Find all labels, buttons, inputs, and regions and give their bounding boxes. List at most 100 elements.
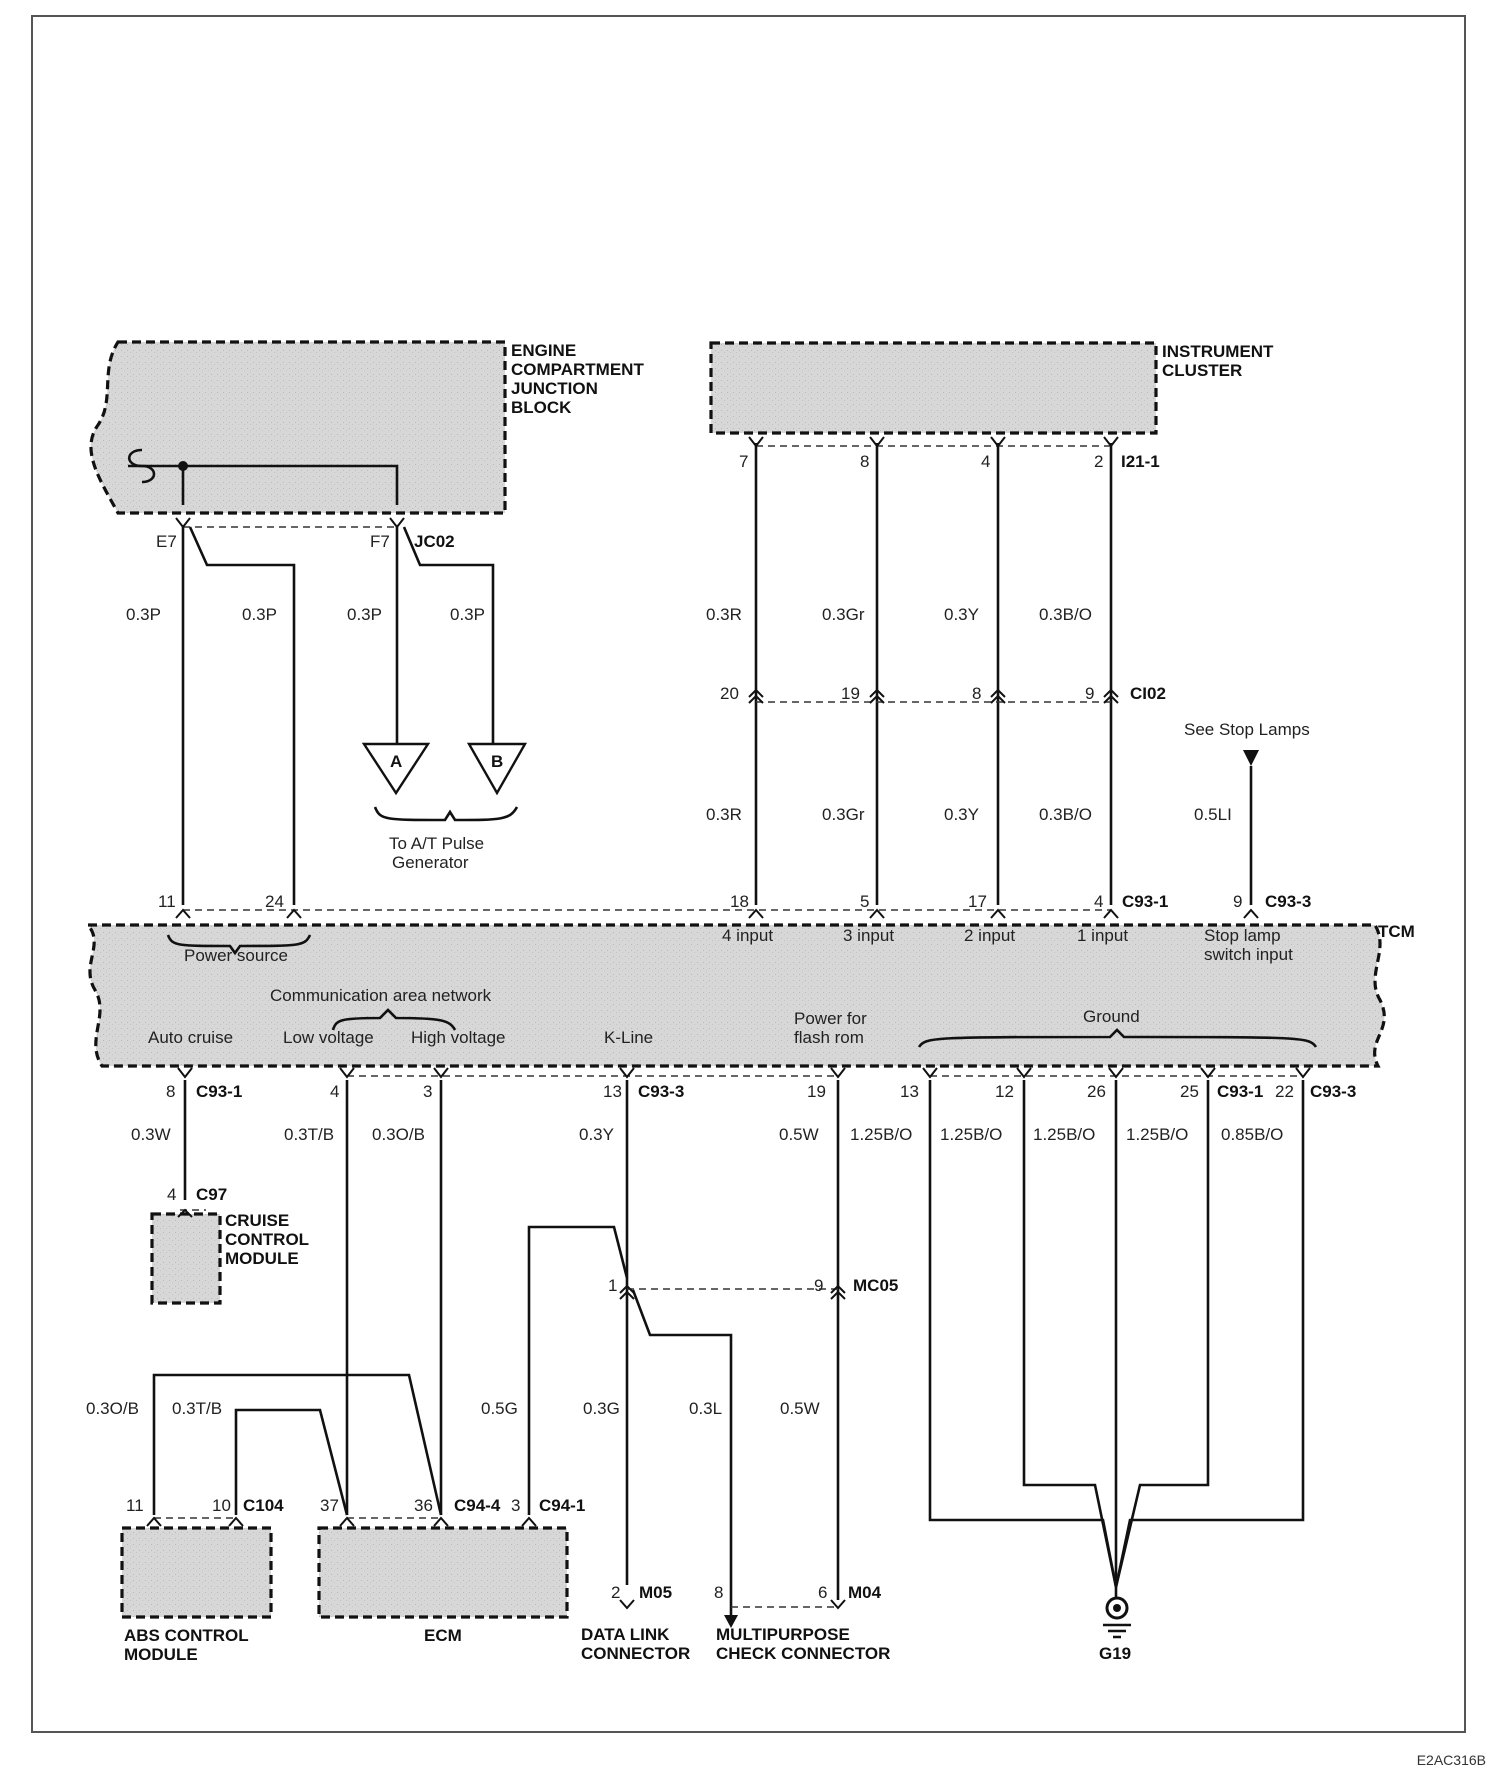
wire-abs-11-ecm-36 (152, 1373, 443, 1516)
tcm-label-2-input: 2 input (964, 926, 1015, 945)
wire-spec-gr-b: 0.3Gr (822, 805, 865, 824)
cruise-module-name-2: CONTROL (225, 1230, 309, 1249)
cruise-module-name-1: CRUISE (225, 1211, 289, 1230)
pulse-brace (373, 806, 519, 822)
ground-brace (917, 1028, 1318, 1048)
tcm-label-k-line: K-Line (604, 1028, 653, 1047)
wire-ecm-3-dlc (527, 1225, 629, 1515)
tcm-label-stop-2: switch input (1204, 945, 1293, 964)
wire-spec-gr-a: 0.3Gr (822, 605, 865, 624)
diagram-frame (31, 15, 1466, 1733)
tcm-label-auto-cruise: Auto cruise (148, 1028, 233, 1047)
engine-junction-name-1: ENGINE (511, 341, 576, 360)
pin-t-4: 4 (1094, 892, 1103, 911)
wire-ground-25 (1114, 1080, 1210, 1588)
connector-mc05: MC05 (853, 1276, 898, 1295)
connector-m04: M04 (848, 1583, 882, 1602)
fuse-symbol (127, 448, 156, 484)
pin-mp-8: 8 (714, 1583, 723, 1602)
connector-c97: C97 (196, 1185, 227, 1204)
abs-module-name-2: MODULE (124, 1645, 198, 1664)
engine-junction-name-3: JUNCTION (511, 379, 598, 398)
abs-module-name-1: ABS CONTROL (124, 1626, 249, 1645)
instrument-cluster-box (709, 341, 1158, 435)
pin-ecm-36: 36 (414, 1496, 433, 1515)
pin-b-4: 4 (330, 1082, 339, 1101)
engine-junction-name-2: COMPARTMENT (511, 360, 644, 379)
wire-spec-y-b: 0.3Y (944, 805, 979, 824)
pin-b-8: 8 (166, 1082, 175, 1101)
pin-ecm-37: 37 (320, 1496, 339, 1515)
tcm-label-ground: Ground (1083, 1007, 1140, 1026)
pulse-generator-label-2: Generator (392, 853, 469, 872)
wire-spec-g125-4: 1.25B/O (1126, 1125, 1188, 1144)
wire-spec-r-a: 0.3R (706, 605, 742, 624)
pin-ic-7: 7 (739, 452, 748, 471)
connector-c94-4: C94-4 (454, 1496, 501, 1515)
wire-spec-p1: 0.3P (126, 605, 161, 624)
wire-spec-ob2: 0.3O/B (86, 1399, 139, 1418)
pin-g-26: 26 (1087, 1082, 1106, 1101)
pin-ci-19: 19 (841, 684, 860, 703)
ecm-name: ECM (424, 1626, 462, 1645)
wire-spec-tb2: 0.3T/B (172, 1399, 222, 1418)
can-brace (331, 1008, 457, 1031)
wire-spec-g125-3: 1.25B/O (1033, 1125, 1095, 1144)
tcm-label-flash-2: flash rom (794, 1028, 864, 1047)
tcm-label-power-source: Power source (184, 946, 288, 965)
pin-g-12: 12 (995, 1082, 1014, 1101)
tcm-label-stop-1: Stop lamp (1204, 926, 1281, 945)
connector-b-label: B (491, 752, 503, 771)
splice-dot (178, 461, 188, 471)
pin-g-22: 22 (1275, 1082, 1294, 1101)
pin-b-19: 19 (807, 1082, 826, 1101)
tcm-label-flash-1: Power for (794, 1009, 867, 1028)
wire-spec-y-a: 0.3Y (944, 605, 979, 624)
tcm-name: TCM (1378, 922, 1415, 941)
tcm-label-can: Communication area network (270, 986, 492, 1005)
wire-spec-w5: 0.5W (779, 1125, 819, 1144)
connector-jc02: JC02 (414, 532, 455, 551)
connector-c93-1-gnd: C93-1 (1217, 1082, 1263, 1101)
connector-c93-3-top: C93-3 (1265, 892, 1311, 911)
connector-i21-1: I21-1 (1121, 452, 1160, 471)
connector-a-triangle (361, 742, 431, 796)
wire-spec-g125-1: 1.25B/O (850, 1125, 912, 1144)
engine-junction-name-4: BLOCK (511, 398, 572, 417)
stop-lamps-reference: See Stop Lamps (1184, 720, 1310, 739)
tcm-label-1-input: 1 input (1077, 926, 1128, 945)
connector-ci02: CI02 (1130, 684, 1166, 703)
pin-c97-4: 4 (167, 1185, 176, 1204)
wire-spec-g125-2: 1.25B/O (940, 1125, 1002, 1144)
wire-abs-10-ecm-37 (234, 1408, 349, 1516)
connector-c93-1-top: C93-1 (1122, 892, 1168, 911)
ground-symbol-core (1113, 1604, 1121, 1612)
wire-e7-24 (188, 526, 296, 905)
pin-t-5: 5 (860, 892, 869, 911)
multipurpose-name-1: MULTIPURPOSE (716, 1625, 850, 1644)
wire-spec-g085: 0.85B/O (1221, 1125, 1283, 1144)
instrument-cluster-name-2: CLUSTER (1162, 361, 1242, 380)
connector-c94-1: C94-1 (539, 1496, 585, 1515)
wire-spec-p4: 0.3P (450, 605, 485, 624)
pin-e7: E7 (156, 532, 177, 551)
pin-g-25: 25 (1180, 1082, 1199, 1101)
wire-spec-bo-a: 0.3B/O (1039, 605, 1092, 624)
wire-spec-li: 0.5LI (1194, 805, 1232, 824)
diagram-code: E2AC316B (1416, 1752, 1486, 1768)
connector-c104: C104 (243, 1496, 284, 1515)
wire-f7-b (402, 526, 495, 745)
data-link-name-2: CONNECTOR (581, 1644, 690, 1663)
connector-a-label: A (390, 752, 402, 771)
pin-ic-2: 2 (1094, 452, 1103, 471)
terminal-marks (146, 436, 1311, 1610)
pin-ic-8: 8 (860, 452, 869, 471)
mp8-arrow (724, 1615, 738, 1628)
pin-ecm-3: 3 (511, 1496, 520, 1515)
pin-abs-11: 11 (126, 1496, 144, 1515)
ground-bars (1103, 1623, 1131, 1639)
pin-t-18: 18 (730, 892, 749, 911)
pin-abs-10: 10 (212, 1496, 231, 1515)
pin-ci-9: 9 (1085, 684, 1094, 703)
connector-c93-1-bot: C93-1 (196, 1082, 242, 1101)
